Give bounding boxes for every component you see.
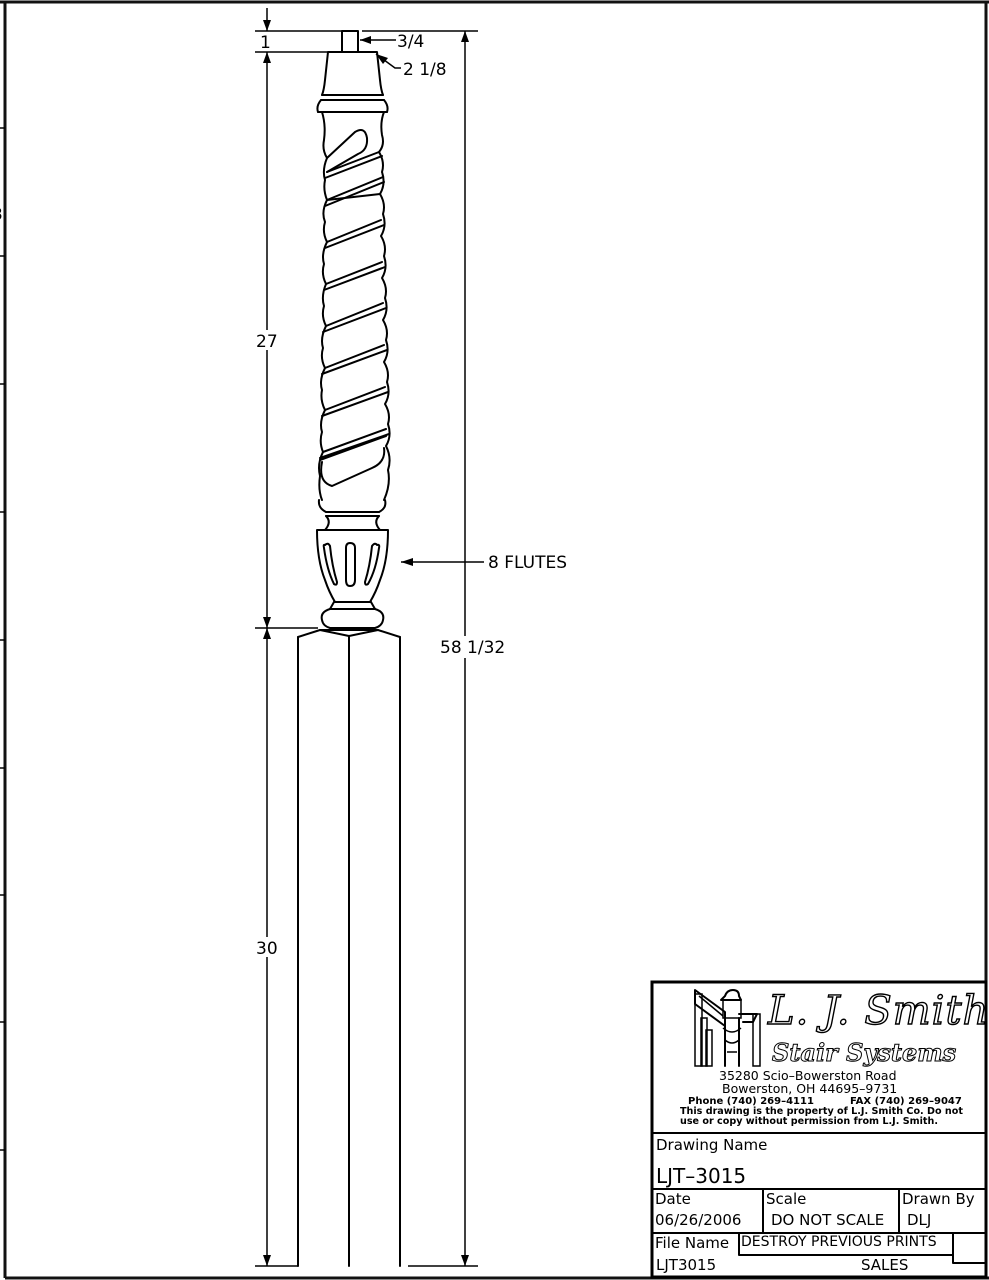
file-name-value: LJT3015 <box>656 1256 717 1274</box>
logo-stair-graphic <box>694 989 761 1067</box>
distribution-label: SALES <box>861 1256 909 1274</box>
dimension-labels: 1 3/4 2 1/8 27 30 58 1/32 8 FLUTES <box>256 32 567 959</box>
date-value: 06/26/2006 <box>655 1211 742 1229</box>
drawn-by-label: Drawn By <box>902 1190 975 1208</box>
file-name-label: File Name <box>655 1234 730 1252</box>
dim-top-pin-height: 1 <box>260 33 271 53</box>
drawn-by-value: DLJ <box>907 1211 932 1229</box>
flutes <box>322 542 381 587</box>
address-line-2: Bowerston, OH 44695–9731 <box>722 1081 898 1096</box>
notice-line-2: use or copy without permission from L.J.… <box>680 1116 938 1127</box>
top-pin <box>341 30 359 53</box>
dim-block-height: 30 <box>256 939 278 959</box>
flutes-callout: 8 FLUTES <box>488 553 567 573</box>
newel-post <box>297 30 401 1267</box>
left-edge-fragment: 3 <box>0 205 3 225</box>
dim-overall-height: 58 1/32 <box>440 638 505 658</box>
spiral-grooves <box>319 151 390 459</box>
drawing-name-label: Drawing Name <box>656 1136 768 1154</box>
dim-pin-width: 3/4 <box>397 32 424 52</box>
dim-turned-height: 27 <box>256 332 278 352</box>
company-subtitle: Stair Systems <box>771 1038 957 1068</box>
address-line-1: 35280 Scio–Bowerston Road <box>719 1068 897 1083</box>
scale-label: Scale <box>766 1190 807 1208</box>
company-name: L. J. Smith <box>767 987 989 1034</box>
dim-cap-width: 2 1/8 <box>403 60 447 80</box>
notice-line-1: This drawing is the property of L.J. Smi… <box>680 1106 963 1117</box>
scale-value: DO NOT SCALE <box>771 1211 885 1229</box>
fax-number: FAX (740) 269–9047 <box>850 1096 962 1107</box>
drawing-name-value: LJT–3015 <box>656 1164 747 1188</box>
warning-text: DESTROY PREVIOUS PRINTS <box>741 1234 937 1250</box>
date-label: Date <box>655 1190 691 1208</box>
phone-number: Phone (740) 269–4111 <box>688 1096 814 1107</box>
